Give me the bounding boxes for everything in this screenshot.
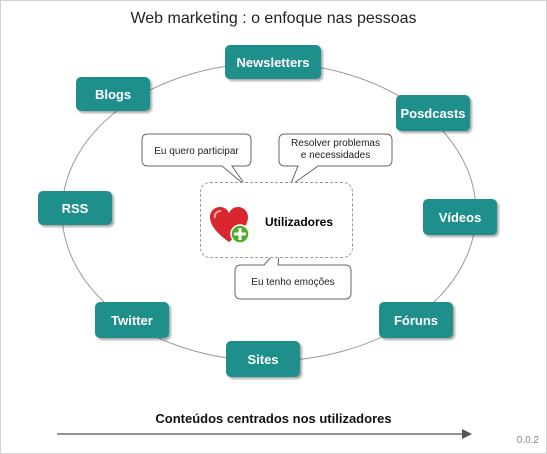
center-label: Utilizadores	[265, 215, 334, 229]
bubble-participar-text: Eu quero participar	[154, 146, 239, 157]
node-videos[interactable]: Vídeos	[423, 199, 497, 235]
node-twitter[interactable]: Twitter	[95, 302, 169, 338]
diagram-title: Web marketing : o enfoque nas pessoas	[130, 10, 417, 27]
bubble-resolver-shape	[278, 133, 393, 188]
footer-arrow-head	[462, 429, 472, 439]
node-sites[interactable]: Sites	[226, 341, 300, 377]
bubble-resolver-line2: e necessidades	[300, 150, 371, 161]
node-blogs[interactable]: Blogs	[76, 77, 150, 111]
node-podcasts[interactable]: Posdcasts	[396, 95, 470, 131]
version-label: 0.0.2	[516, 435, 539, 446]
bubble-resolver-line1: Resolver problemas	[291, 138, 380, 149]
bubble-resolver-text: Resolver problemas e necessidades	[279, 138, 392, 162]
node-foruns[interactable]: Fóruns	[379, 302, 453, 338]
bubble-emocoes-shape	[234, 245, 352, 300]
node-newsletters[interactable]: Newsletters	[225, 45, 321, 79]
footer-caption: Conteúdos centrados nos utilizadores	[155, 411, 392, 426]
bubble-participar-shape	[141, 133, 252, 187]
heart-plus-icon	[210, 207, 250, 244]
bubble-emocoes-text: Eu tenho emoções	[251, 277, 335, 288]
node-rss[interactable]: RSS	[38, 191, 112, 225]
